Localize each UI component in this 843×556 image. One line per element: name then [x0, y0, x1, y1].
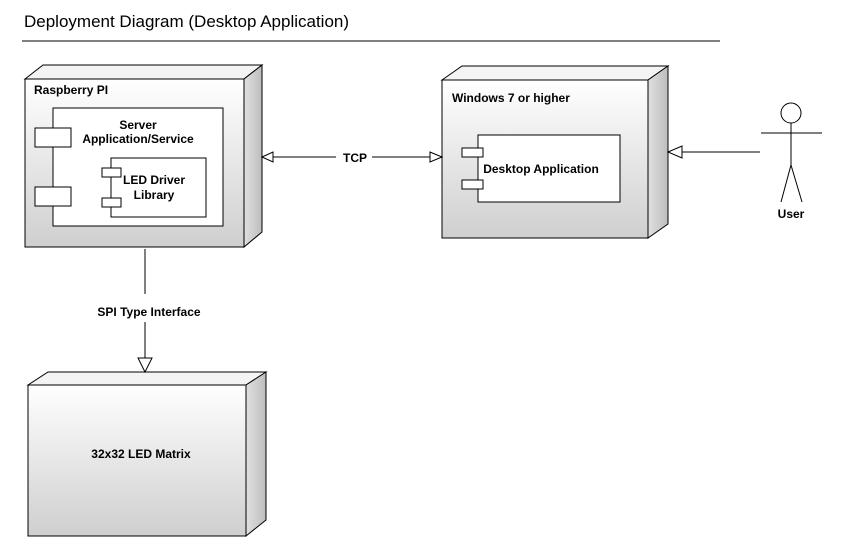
component-port-icon — [101, 197, 122, 208]
component-port-icon — [34, 127, 72, 148]
connection-spi-label: SPI Type Interface — [97, 305, 200, 319]
component-desktop-application-label: Desktop Application — [483, 162, 599, 176]
connection-user-windows[interactable] — [666, 145, 760, 159]
component-desktop-application[interactable]: Desktop Application — [461, 134, 621, 203]
component-port-icon — [101, 167, 122, 178]
node-windows[interactable]: Windows 7 or higher Desktop Application — [440, 65, 670, 239]
arrowhead-icon — [260, 151, 274, 163]
component-server-label-line2: Application/Service — [82, 132, 194, 146]
connection-tcp-label: TCP — [343, 151, 367, 165]
component-port-icon — [461, 147, 484, 158]
component-port-icon — [34, 186, 72, 207]
node-led-matrix-label: 32x32 LED Matrix — [91, 447, 191, 461]
component-port-icon — [461, 179, 484, 190]
node-raspberry-pi[interactable]: Raspberry PI Server Application/Service … — [23, 63, 264, 249]
diagram-title: Deployment Diagram (Desktop Application) — [24, 12, 349, 31]
connection-tcp[interactable]: TCP — [260, 151, 444, 165]
arrowhead-icon — [137, 357, 153, 374]
connection-spi[interactable]: SPI Type Interface — [97, 249, 201, 374]
component-led-driver-label-line2: Library — [134, 188, 175, 202]
node-led-matrix[interactable]: 32x32 LED Matrix — [26, 371, 268, 538]
arrowhead-icon — [429, 151, 444, 163]
component-led-driver-label-line1: LED Driver — [123, 173, 185, 187]
component-server[interactable]: Server Application/Service — [34, 107, 224, 227]
node-windows-label: Windows 7 or higher — [452, 91, 570, 105]
arrowhead-icon — [666, 145, 683, 159]
node-raspberry-pi-label: Raspberry PI — [34, 83, 108, 97]
component-server-label-line1: Server — [119, 118, 157, 132]
component-led-driver[interactable]: LED Driver Library — [101, 157, 207, 218]
actor-user-label: User — [778, 207, 805, 221]
actor-user[interactable]: User — [761, 102, 822, 221]
user-icon — [780, 102, 802, 124]
